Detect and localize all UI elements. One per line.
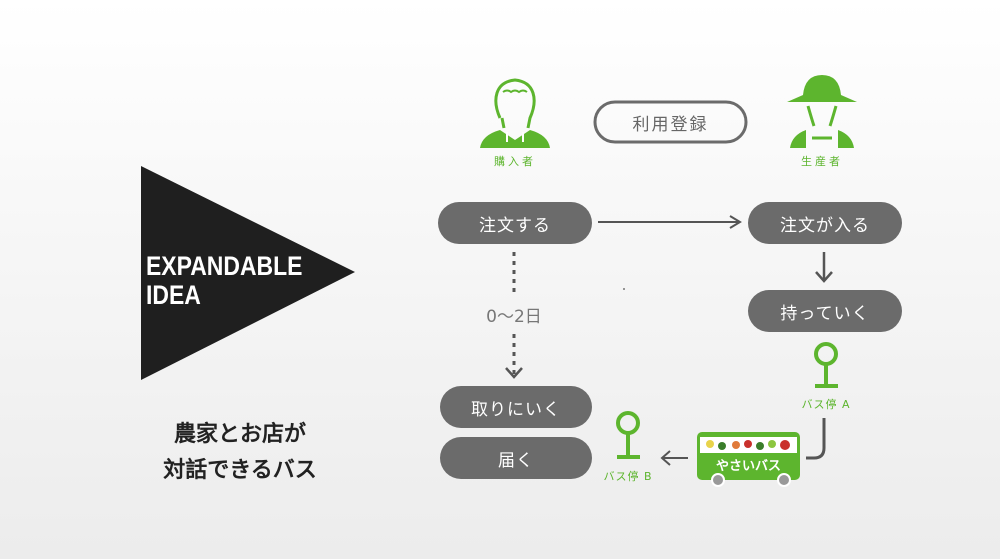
tagline-line1: 農家とお店が: [173, 422, 306, 447]
pickup-step: 取りにいく: [440, 386, 592, 428]
title-line1: EXPANDABLE: [146, 251, 303, 281]
duration-label: 0〜2日: [486, 307, 542, 327]
bus-stop-b-icon: [616, 411, 640, 459]
bus-stop-a-label: バス停 A: [801, 398, 851, 411]
bus-stop-a-icon: [814, 342, 838, 388]
bus-name: やさいバス: [715, 459, 781, 474]
bring-step: 持っていく: [748, 290, 902, 332]
register-outline: [593, 100, 748, 144]
order-step: 注文する: [438, 202, 592, 244]
bus-stop-b-label: バス停 B: [603, 470, 653, 483]
vegetable-bus-icon: [697, 432, 800, 487]
producer-label: 生産者: [801, 155, 843, 168]
order-received-step: 注文が入る: [748, 202, 902, 244]
farmer-icon: [787, 75, 857, 148]
buyer-label: 購入者: [494, 155, 536, 168]
title-line2: IDEA: [146, 280, 201, 310]
buyer-icon: [480, 78, 550, 148]
register-button[interactable]: 利用登録: [632, 114, 709, 135]
tagline-line2: 対話できるバス: [163, 458, 317, 483]
delivered-step: 届く: [440, 437, 592, 479]
idea-triangle: [141, 166, 355, 380]
